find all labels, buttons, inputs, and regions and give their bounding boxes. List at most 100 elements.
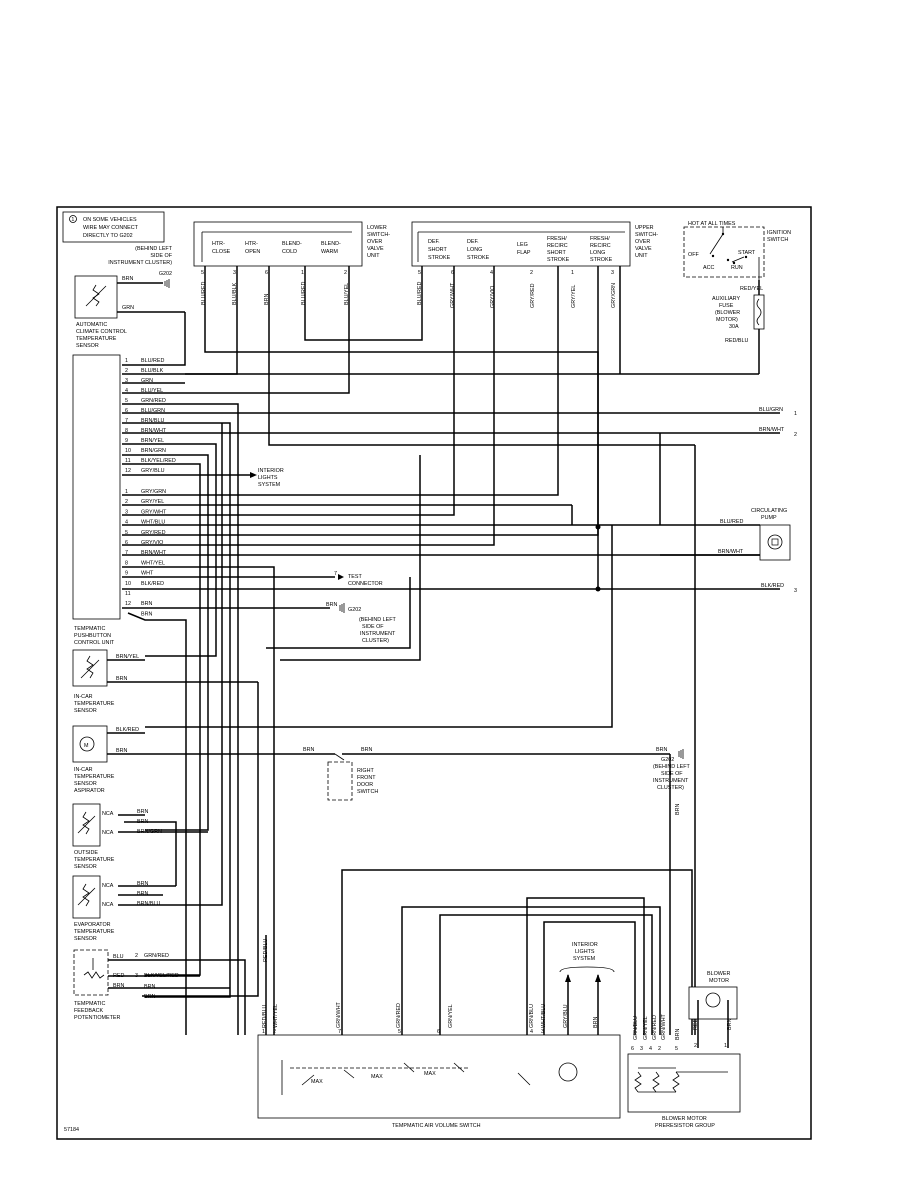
svg-text:LEG: LEG <box>517 242 528 248</box>
svg-text:VALVE: VALVE <box>635 246 652 252</box>
svg-text:RUN: RUN <box>731 265 743 271</box>
control-unit-wire-label: GRY/GRN <box>141 489 166 495</box>
svg-text:UNIT: UNIT <box>367 253 380 259</box>
control-unit-pin-number: 2 <box>125 499 128 505</box>
control-unit-pin-number: 6 <box>125 540 128 546</box>
svg-text:2: 2 <box>273 1029 276 1035</box>
control-unit-pin-number: 3 <box>125 378 128 384</box>
svg-text:BRN: BRN <box>326 602 337 608</box>
control-unit-wire-label: BLU/YEL <box>141 388 163 394</box>
svg-text:LIGHTS: LIGHTS <box>575 949 595 955</box>
svg-text:6: 6 <box>451 270 454 276</box>
control-unit-wire-label: WHT/BLU <box>141 520 165 526</box>
svg-text:SENSOR: SENSOR <box>74 936 97 942</box>
svg-text:RECIRC: RECIRC <box>590 243 611 249</box>
blower-motor: BLOWER MOTOR RED BRN 2 1 <box>688 971 738 1049</box>
svg-text:G202: G202 <box>348 607 361 613</box>
svg-text:MOTOR: MOTOR <box>709 978 729 984</box>
svg-text:DEF.: DEF. <box>467 239 479 245</box>
svg-text:WHT/YEL: WHT/YEL <box>273 1004 279 1028</box>
svg-text:DOOR: DOOR <box>357 782 373 788</box>
svg-text:BLK/RED: BLK/RED <box>116 727 139 733</box>
control-unit-wire-label: GRY/RED <box>141 530 166 536</box>
svg-text:SWITCH: SWITCH <box>767 237 788 243</box>
svg-text:SHORT: SHORT <box>547 250 566 256</box>
control-unit-wire-label: BLK/YEL/RED <box>141 458 176 464</box>
resistor-group-pins: 6 3 4 2 5 <box>631 1046 678 1052</box>
svg-text:BLEND-: BLEND- <box>282 241 302 247</box>
svg-text:G202: G202 <box>159 271 172 277</box>
svg-text:SENSOR: SENSOR <box>74 708 97 714</box>
control-unit-wire-label: BLK/RED <box>141 581 164 587</box>
lower-switchover-valve-unit: HTR-CLOSE HTR-OPEN BLEND-COLD BLEND-WARM… <box>193 221 390 267</box>
control-unit-pin-number: 3 <box>125 509 128 515</box>
right-front-door-switch: BRN BRN RIGHT FRONT DOOR SWITCH <box>303 747 670 801</box>
svg-text:BRN: BRN <box>116 748 127 754</box>
svg-text:TEMPERATURE: TEMPERATURE <box>76 336 117 342</box>
svg-text:5: 5 <box>201 270 204 276</box>
control-unit-pin-number: 2 <box>125 368 128 374</box>
svg-text:BRN: BRN <box>303 747 314 753</box>
resistor-group-wire-labels: GRN/BLU GRN/YEL GRN/RED GRN/WHT BRN <box>633 1014 681 1040</box>
svg-text:BLU/YEL: BLU/YEL <box>344 283 350 305</box>
svg-text:RED/YEL: RED/YEL <box>740 286 763 292</box>
control-unit-wire-label: BRN <box>141 601 152 607</box>
control-unit-pin-number: 12 <box>125 601 131 607</box>
svg-text:TEMPERATURE: TEMPERATURE <box>74 857 115 863</box>
svg-text:UNIT: UNIT <box>635 253 648 259</box>
svg-text:GRN/RED: GRN/RED <box>396 1003 402 1028</box>
svg-text:CLOSE: CLOSE <box>212 249 231 255</box>
svg-text:(BLOWER: (BLOWER <box>715 310 740 316</box>
blower-preresistor-group: BLOWER MOTOR PRERESISTOR GROUP <box>627 1053 741 1129</box>
svg-text:START: START <box>738 250 756 256</box>
svg-text:GRY/GRN: GRY/GRN <box>611 283 617 308</box>
note-line-3: DIRECTLY TO G202 <box>83 233 133 239</box>
svg-text:BLU/RED: BLU/RED <box>201 282 207 305</box>
svg-text:GRN/YEL: GRN/YEL <box>448 1004 454 1028</box>
svg-text:INTERIOR: INTERIOR <box>572 942 598 948</box>
svg-text:AUTOMATIC: AUTOMATIC <box>76 322 107 328</box>
interior-lights-label-1: INTERIOR LIGHTS SYSTEM <box>258 468 284 488</box>
control-unit-wire-label: BRN/BLU <box>141 418 164 424</box>
svg-text:BRN/WHT: BRN/WHT <box>759 427 785 433</box>
svg-text:RED/BLU: RED/BLU <box>262 1005 268 1028</box>
upper-switch-pins: 5 6 4 2 1 3 <box>418 270 614 276</box>
svg-text:BLU: BLU <box>113 954 124 960</box>
svg-text:PUMP: PUMP <box>761 515 777 521</box>
svg-text:TEMPMATIC: TEMPMATIC <box>74 626 105 632</box>
incar-temperature-sensor: BRN/YEL BRN IN-CAR TEMPERATURE SENSOR <box>72 649 258 714</box>
svg-text:(BEHIND LEFT: (BEHIND LEFT <box>359 617 397 623</box>
svg-text:MAX: MAX <box>424 1071 436 1077</box>
svg-text:RIGHT: RIGHT <box>357 768 374 774</box>
svg-text:CLIMATE CONTROL: CLIMATE CONTROL <box>76 329 127 335</box>
svg-text:BLU/RED: BLU/RED <box>720 519 743 525</box>
control-unit-wire-label: BRN/WHT <box>141 428 167 434</box>
svg-text:STROKE: STROKE <box>428 255 451 261</box>
svg-text:GRY/VIO: GRY/VIO <box>490 286 496 308</box>
svg-text:GRY/YEL: GRY/YEL <box>571 285 577 308</box>
svg-text:BRN/WHT: BRN/WHT <box>718 549 744 555</box>
svg-text:OUTSIDE: OUTSIDE <box>74 850 98 856</box>
control-unit-pin-number: 1 <box>125 358 128 364</box>
control-unit-wire-label: BRN/WHT <box>141 550 167 556</box>
svg-text:4: 4 <box>490 270 493 276</box>
svg-text:BRN: BRN <box>144 984 155 990</box>
control-unit-wire-label: BLU/BLK <box>141 368 164 374</box>
svg-text:HTR-: HTR- <box>212 241 225 247</box>
svg-text:BLU/GRN: BLU/GRN <box>759 407 783 413</box>
svg-text:BRN/BLU: BRN/BLU <box>137 901 160 907</box>
svg-text:FEEDBACK: FEEDBACK <box>74 1008 103 1014</box>
control-unit-pin-number: 4 <box>125 520 128 526</box>
diagram-border <box>56 206 812 1140</box>
control-unit-pin-number: 7 <box>125 550 128 556</box>
svg-text:BRN: BRN <box>144 994 155 1000</box>
svg-text:BLOWER: BLOWER <box>707 971 730 977</box>
svg-text:BRN: BRN <box>137 891 148 897</box>
air-switch-wire-labels: RED/BLU WHT/YEL GRN/WHT GRN/RED GRN/YEL … <box>262 1002 599 1028</box>
svg-text:FLAP: FLAP <box>517 250 531 256</box>
control-unit-pin-number: 4 <box>125 388 128 394</box>
svg-text:GRY/WHT: GRY/WHT <box>450 282 456 308</box>
control-unit-pin-number: 7 <box>125 418 128 424</box>
svg-text:1: 1 <box>571 270 574 276</box>
